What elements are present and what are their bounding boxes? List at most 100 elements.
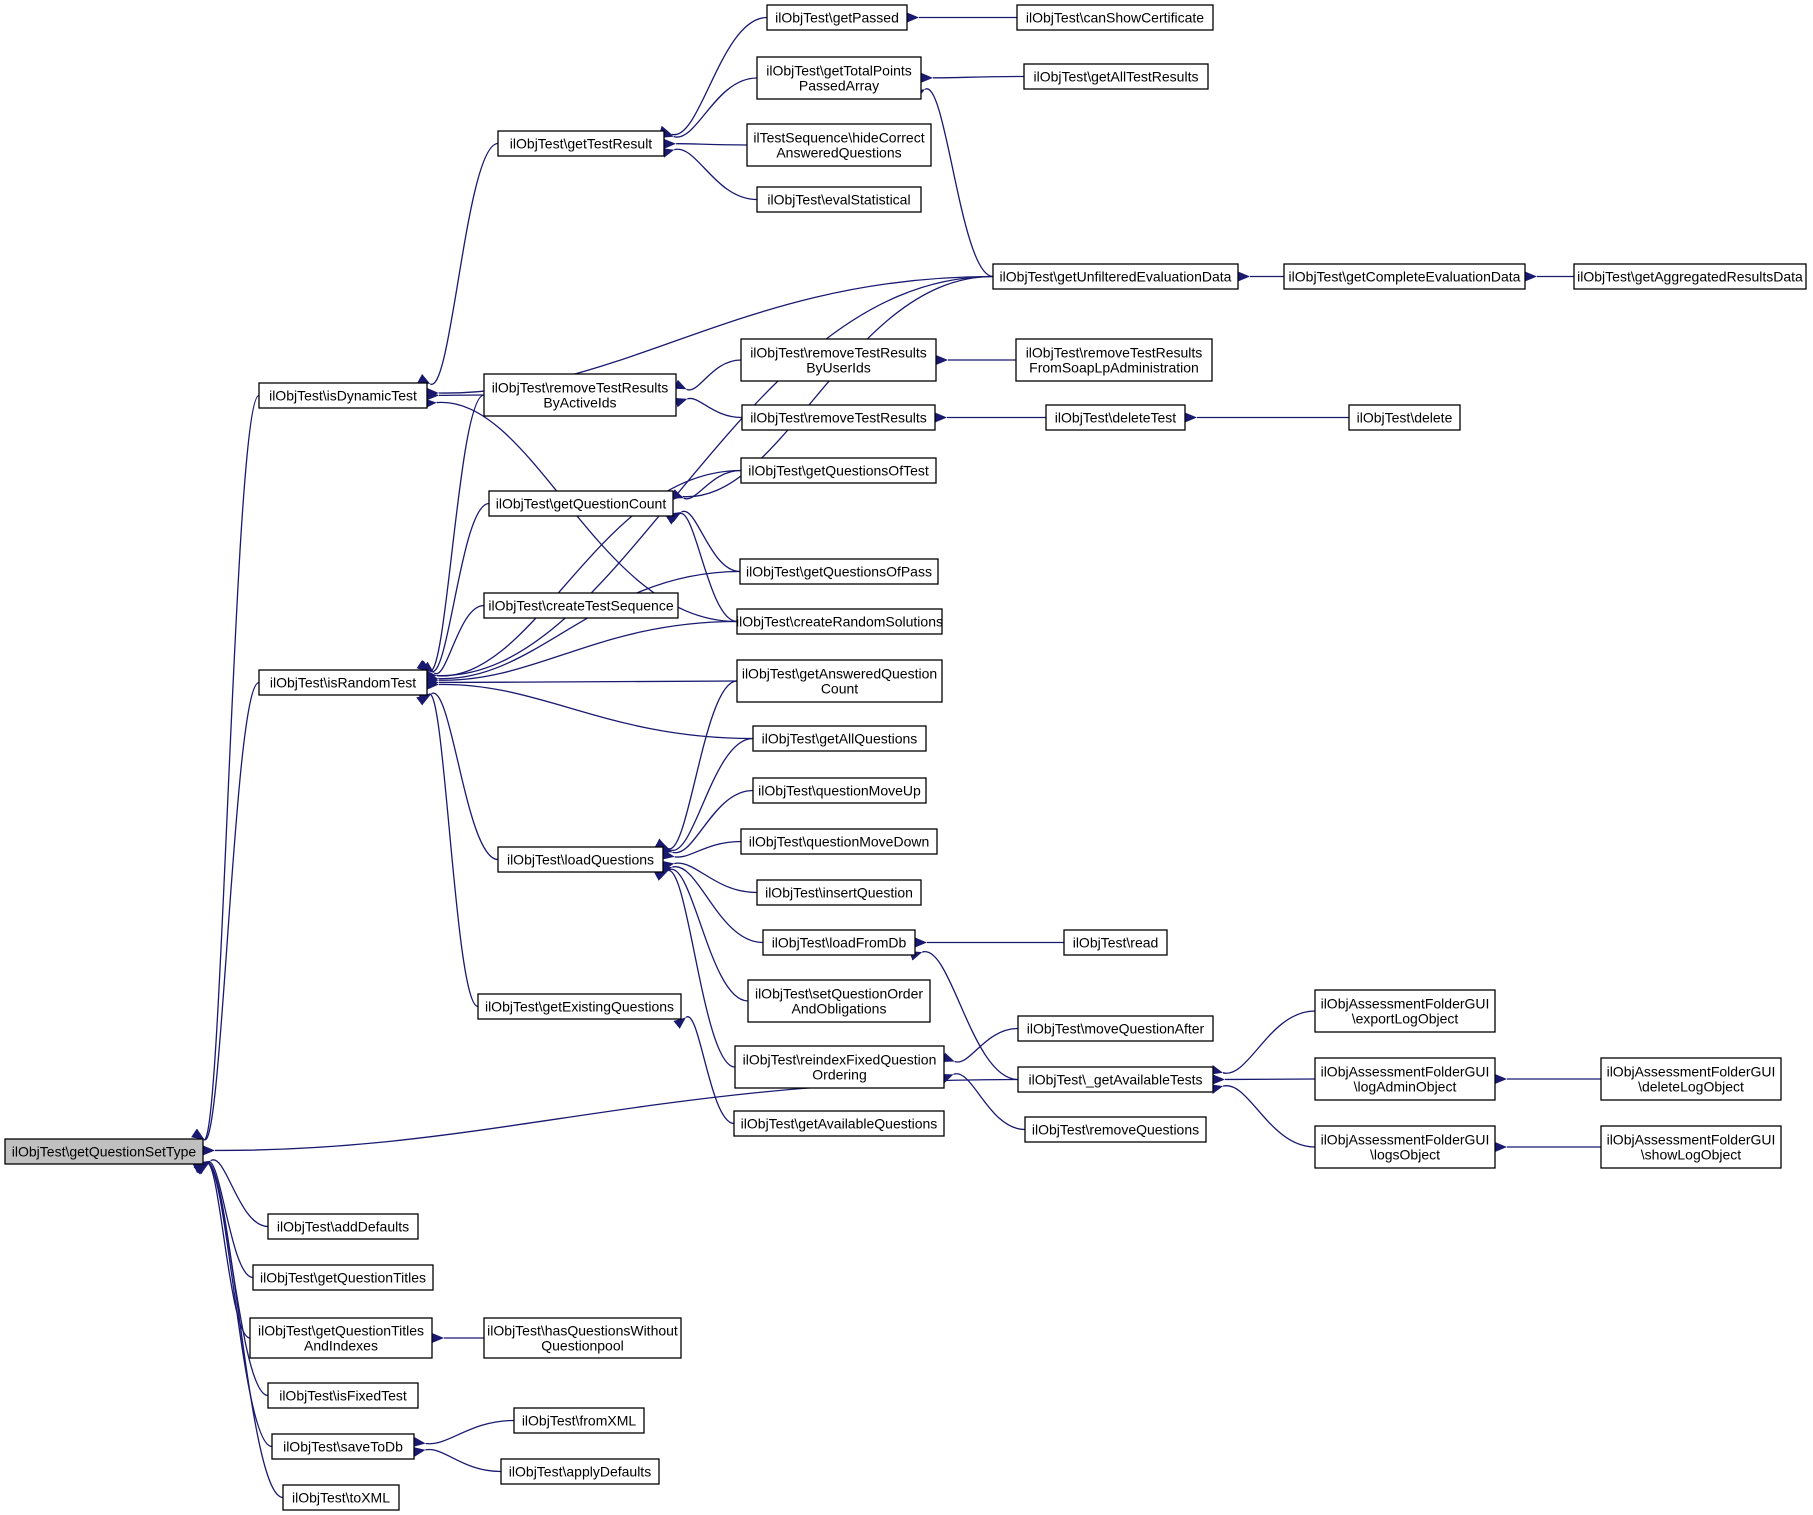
- node-box: [513, 1407, 645, 1434]
- node-insert-question[interactable]: ilObjTest\insertQuestion: [756, 879, 922, 906]
- node-move-question-after[interactable]: ilObjTest\moveQuestionAfter: [1017, 1015, 1214, 1042]
- node-create-test-sequence[interactable]: ilObjTest\createTestSequence: [483, 592, 679, 619]
- node-box: [734, 1045, 945, 1089]
- node-label: ilObjTest\getPassed: [775, 10, 899, 26]
- node-label: ilObjTest\evalStatistical: [767, 192, 910, 208]
- node-is-random-test[interactable]: ilObjTest\isRandomTest: [258, 669, 428, 696]
- edge-create-test-sequence-to-is-random-test: [421, 604, 485, 675]
- node-is-fixed-test[interactable]: ilObjTest\isFixedTest: [267, 1382, 419, 1409]
- node-box: [1017, 1066, 1214, 1093]
- node-label: ilObjTest\moveQuestionAfter: [1027, 1021, 1205, 1037]
- node-box: [483, 1317, 682, 1359]
- node-remove-questions[interactable]: ilObjTest\removeQuestions: [1024, 1116, 1207, 1143]
- node-to-xml[interactable]: ilObjTest\toXML: [282, 1484, 400, 1511]
- node-get-unfiltered-evaluation-data[interactable]: ilObjTest\getUnfilteredEvaluationData: [992, 263, 1239, 290]
- node-get-all-test-results[interactable]: ilObjTest\getAllTestResults: [1023, 63, 1209, 90]
- node-add-defaults[interactable]: ilObjTest\addDefaults: [267, 1213, 419, 1240]
- edge-from-xml-to-save-to-db: [413, 1419, 515, 1447]
- node-label: \deleteLogObject: [1638, 1079, 1744, 1095]
- node-eval-statistical[interactable]: ilObjTest\evalStatistical: [756, 186, 922, 213]
- edge-remove-test-results-by-active-ids-to-is-random-test: [416, 394, 485, 672]
- node-label: ilObjTest\deleteTest: [1055, 410, 1177, 426]
- node-load-questions[interactable]: ilObjTest\loadQuestions: [497, 846, 664, 873]
- node-delete[interactable]: ilObjTest\delete: [1348, 404, 1461, 431]
- node-label: ilObjTest\removeTestResults: [750, 410, 927, 426]
- node-read[interactable]: ilObjTest\read: [1063, 929, 1168, 956]
- node-box: [746, 123, 932, 167]
- node-get-question-count[interactable]: ilObjTest\getQuestionCount: [488, 490, 674, 517]
- node-box: [258, 382, 428, 409]
- node-logs-object[interactable]: ilObjAssessmentFolderGUI\logsObject: [1314, 1125, 1496, 1169]
- node-question-move-up[interactable]: ilObjTest\questionMoveUp: [752, 777, 927, 804]
- edge-apply-defaults-to-save-to-db: [412, 1446, 502, 1473]
- node-label: ilTestSequence\hideCorrect: [753, 130, 924, 146]
- node-show-log-object[interactable]: ilObjAssessmentFolderGUI\showLogObject: [1600, 1125, 1782, 1169]
- node-delete-test[interactable]: ilObjTest\deleteTest: [1045, 404, 1186, 431]
- node-get-passed[interactable]: ilObjTest\getPassed: [766, 4, 908, 31]
- edge-get-all-questions-to-is-random-test: [426, 679, 754, 740]
- node-get-available-questions[interactable]: ilObjTest\getAvailableQuestions: [733, 1110, 945, 1137]
- node-remove-test-results[interactable]: ilObjTest\removeTestResults: [741, 404, 936, 431]
- node-box: [1600, 1057, 1782, 1101]
- node-label: ilObjTest\getAnsweredQuestion: [742, 666, 937, 682]
- node-box: [1016, 4, 1214, 31]
- edge-get-questions-of-test-to-get-question-count: [670, 469, 742, 500]
- node-box: [267, 1213, 419, 1240]
- node-box: [4, 1138, 204, 1165]
- node-label: ilObjTest\hasQuestionsWithout: [487, 1323, 678, 1339]
- node-hide-correct-answered-questions[interactable]: ilTestSequence\hideCorrectAnsweredQuesti…: [746, 123, 932, 167]
- node-box: [740, 338, 937, 382]
- node-label: ilObjTest\applyDefaults: [509, 1464, 651, 1480]
- edge-insert-question-to-load-questions: [661, 860, 758, 894]
- node-save-to-db[interactable]: ilObjTest\saveToDb: [271, 1433, 415, 1460]
- node-get-questions-of-test[interactable]: ilObjTest\getQuestionsOfTest: [740, 457, 937, 484]
- node-label: ilObjTest\toXML: [292, 1490, 390, 1506]
- node-get-question-titles[interactable]: ilObjTest\getQuestionTitles: [252, 1264, 434, 1291]
- node-export-log-object[interactable]: ilObjAssessmentFolderGUI\exportLogObject: [1314, 989, 1496, 1033]
- node-load-from-db[interactable]: ilObjTest\loadFromDb: [762, 929, 916, 956]
- node-is-dynamic-test[interactable]: ilObjTest\isDynamicTest: [258, 382, 428, 409]
- edge-get-questions-of-test-to-is-random-test: [424, 469, 742, 680]
- node-box: [747, 979, 931, 1023]
- node-get-complete-evaluation-data[interactable]: ilObjTest\getCompleteEvaluationData: [1283, 263, 1526, 290]
- edge-add-defaults-to-root: [198, 1159, 269, 1228]
- node-box: [1573, 263, 1807, 290]
- node-create-random-solutions[interactable]: ilObjTest\createRandomSolutions: [736, 608, 943, 635]
- node-can-show-certificate[interactable]: ilObjTest\canShowCertificate: [1016, 4, 1214, 31]
- node-box: [500, 1458, 660, 1485]
- node-apply-defaults[interactable]: ilObjTest\applyDefaults: [500, 1458, 660, 1485]
- node-log-admin-object[interactable]: ilObjAssessmentFolderGUI\logAdminObject: [1314, 1057, 1496, 1101]
- node-root[interactable]: ilObjTest\getQuestionSetType: [4, 1138, 204, 1165]
- node-get-existing-questions[interactable]: ilObjTest\getExistingQuestions: [477, 993, 682, 1020]
- node-box: [1017, 1015, 1214, 1042]
- node-label: ilObjAssessmentFolderGUI: [1321, 1132, 1490, 1148]
- node-get-test-result[interactable]: ilObjTest\getTestResult: [497, 130, 665, 157]
- edge-remove-test-results-to-remove-test-results-by-active-ids: [674, 397, 743, 419]
- edge-remove-questions-to-reindex-fixed-question-ordering: [940, 1073, 1026, 1131]
- node-box: [249, 1317, 433, 1359]
- node-box: [1063, 929, 1168, 956]
- node-box: [252, 1264, 434, 1291]
- node-box: [1600, 1125, 1782, 1169]
- node-question-move-down[interactable]: ilObjTest\questionMoveDown: [740, 828, 938, 855]
- node-label: ilObjAssessmentFolderGUI: [1607, 1064, 1776, 1080]
- node-get-questions-of-pass[interactable]: ilObjTest\getQuestionsOfPass: [739, 558, 939, 585]
- node-box: [271, 1433, 415, 1460]
- node-label: ilObjTest\insertQuestion: [765, 885, 913, 901]
- node-get-all-questions[interactable]: ilObjTest\getAllQuestions: [752, 725, 927, 752]
- edge-to-xml-to-root: [192, 1162, 284, 1499]
- node-from-xml[interactable]: ilObjTest\fromXML: [513, 1407, 645, 1434]
- node-box: [497, 846, 664, 873]
- node-get-available-tests[interactable]: ilObjTest\_getAvailableTests: [1017, 1066, 1214, 1093]
- node-delete-log-object[interactable]: ilObjAssessmentFolderGUI\deleteLogObject: [1600, 1057, 1782, 1101]
- node-has-questions-without-questionpool[interactable]: ilObjTest\hasQuestionsWithoutQuestionpoo…: [483, 1317, 682, 1359]
- node-get-aggregated-results-data[interactable]: ilObjTest\getAggregatedResultsData: [1573, 263, 1807, 290]
- node-remove-test-results-from-soap-lp-administration[interactable]: ilObjTest\removeTestResultsFromSoapLpAdm…: [1015, 338, 1213, 382]
